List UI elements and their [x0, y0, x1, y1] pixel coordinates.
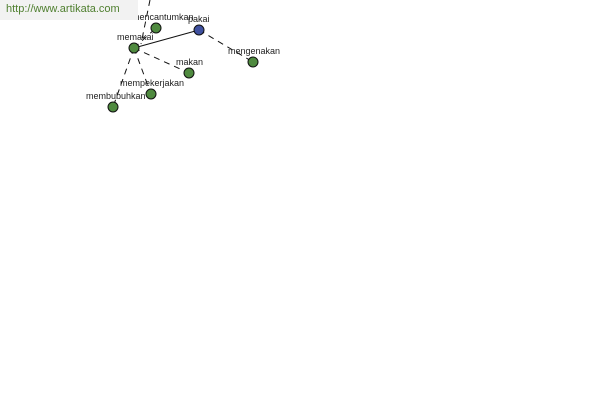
nodes-layer [107, 22, 259, 113]
node-mempekerjakan[interactable] [145, 88, 157, 100]
edge-offscreen-memakai [140, 0, 151, 45]
node-memakai[interactable] [128, 42, 140, 54]
node-label-memakai[interactable]: memakai [117, 32, 154, 42]
labels-layer: pakai memakai mencantumkan mengenakan makan m… [86, 12, 280, 101]
node-label-membubuhkan[interactable]: membubuhkan [86, 91, 146, 101]
node-label-pakai[interactable]: pakai [188, 14, 210, 24]
edge-memakai-mempekerjakan [133, 47, 152, 95]
node-pakai[interactable] [193, 24, 205, 36]
node-mencantumkan[interactable] [150, 22, 162, 34]
watermark-link[interactable]: http://www.artikata.com [0, 0, 138, 20]
node-membubuhkan[interactable] [107, 101, 119, 113]
node-mengenakan[interactable] [247, 56, 259, 68]
edge-pakai-memakai [133, 29, 200, 49]
node-label-mengenakan[interactable]: mengenakan [228, 46, 280, 56]
node-label-makan[interactable]: makan [176, 57, 203, 67]
node-label-mencantumkan[interactable]: mencantumkan [132, 12, 194, 22]
node-label-mempekerjakan[interactable]: mempekerjakan [120, 78, 184, 88]
node-makan[interactable] [183, 67, 195, 79]
